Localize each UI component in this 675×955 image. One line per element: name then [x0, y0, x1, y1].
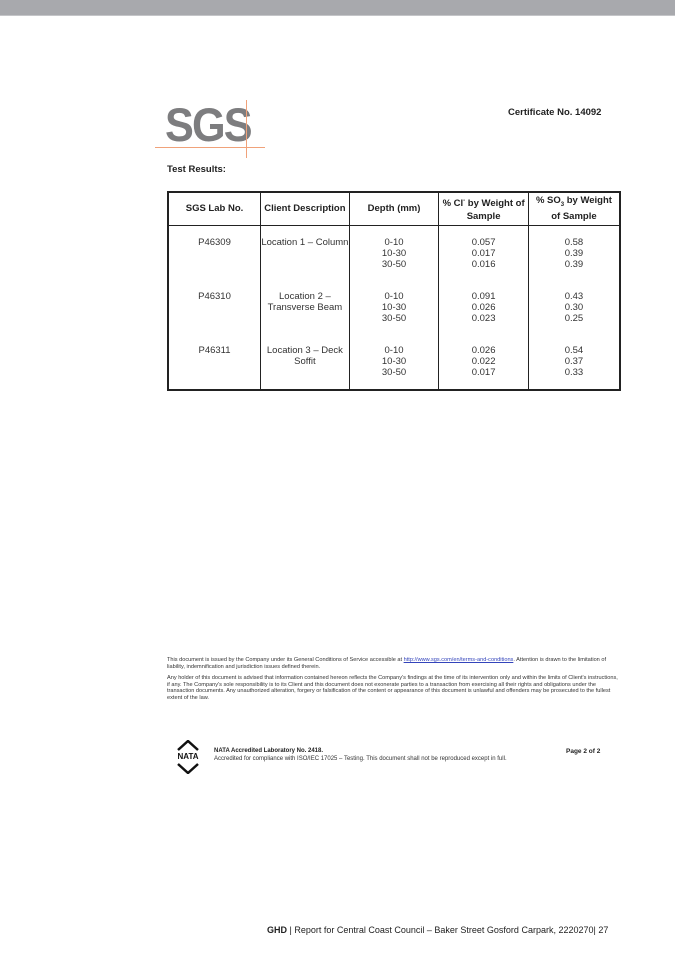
test-results-table: SGS Lab No. Client Description Depth (mm…	[167, 191, 621, 391]
chloride-value: 0.091	[471, 291, 496, 302]
description-column: Location 1 – Column Location 2 – Transve…	[260, 225, 350, 390]
sulfate-group: 0.54 0.37 0.33	[529, 335, 619, 389]
depth-value: 30-50	[381, 313, 407, 324]
lab-no-cell: P46311	[198, 345, 231, 356]
chloride-group: 0.026 0.022 0.017	[439, 335, 528, 389]
description-cell: Location 2 – Transverse Beam	[267, 291, 343, 313]
report-footer: GHD | Report for Central Coast Council –…	[267, 925, 608, 935]
header-depth: Depth (mm)	[349, 192, 440, 226]
chloride-value: 0.017	[471, 248, 496, 259]
depth-group: 0-10 10-30 30-50	[350, 335, 439, 389]
terms-link[interactable]: http://www.sgs.com/en/terms-and-conditio…	[403, 657, 514, 663]
nata-logo-icon: NATA	[173, 739, 203, 775]
page-number: Page 2 of 2	[566, 748, 601, 755]
depth-value: 30-50	[381, 367, 407, 378]
sulfate-value: 0.58	[564, 237, 584, 248]
lab-no-cell: P46310	[198, 291, 231, 302]
chloride-group: 0.057 0.017 0.016	[439, 226, 528, 281]
depth-value: 0-10	[384, 345, 404, 356]
table-header-row: SGS Lab No. Client Description Depth (mm…	[168, 192, 620, 226]
header-sulfate: % SO3 by Weight of Sample	[528, 192, 620, 226]
chloride-value: 0.022	[471, 356, 496, 367]
disclaimer-holder-notice: Any holder of this document is advised t…	[167, 675, 618, 701]
footer-brand: GHD	[267, 925, 287, 935]
logo-accent-horizontal-line	[155, 147, 265, 148]
sulfate-value: 0.39	[564, 259, 584, 270]
nata-title: NATA Accredited Laboratory No. 2418.	[214, 748, 324, 754]
header-chloride: % Cl- by Weight of Sample	[438, 192, 529, 226]
disclaimer-conditions: This document is issued by the Company u…	[167, 657, 607, 670]
depth-value: 10-30	[381, 302, 407, 313]
sulfate-value: 0.30	[564, 302, 584, 313]
sulfate-value: 0.37	[564, 356, 584, 367]
header-client-description: Client Description	[260, 192, 350, 226]
depth-column: 0-10 10-30 30-50 0-10 10-30 30-50 0-10 1…	[349, 225, 440, 390]
logo-accent-vertical-line	[246, 100, 247, 158]
sulfate-value: 0.33	[564, 367, 584, 378]
viewer-top-bar	[0, 0, 675, 16]
chloride-value: 0.017	[471, 367, 496, 378]
sgs-logo-text: SGS	[165, 98, 253, 151]
lab-no-cell: P46309	[198, 237, 231, 248]
nata-statement: Accredited for compliance with ISO/IEC 1…	[214, 755, 507, 762]
depth-group: 0-10 10-30 30-50	[350, 226, 439, 281]
depth-value: 0-10	[384, 237, 404, 248]
depth-group: 0-10 10-30 30-50	[350, 281, 439, 335]
sulfate-group: 0.43 0.30 0.25	[529, 281, 619, 335]
description-cell: Location 3 – Deck Soffit	[266, 345, 343, 367]
chloride-column: 0.057 0.017 0.016 0.091 0.026 0.023 0.02…	[438, 225, 529, 390]
certificate-number: Certificate No. 14092	[508, 107, 602, 118]
sulfate-value: 0.43	[564, 291, 584, 302]
footer-text: | Report for Central Coast Council – Bak…	[287, 925, 609, 935]
table-body-row: P46309 P46310 P46311 Location 1 – Column…	[168, 225, 620, 391]
lab-no-column: P46309 P46310 P46311	[168, 225, 262, 390]
sulfate-value: 0.25	[564, 313, 584, 324]
depth-value: 10-30	[381, 356, 407, 367]
chloride-value: 0.023	[471, 313, 496, 324]
sulfate-value: 0.54	[564, 345, 584, 356]
section-title: Test Results:	[167, 164, 226, 175]
sulfate-group: 0.58 0.39 0.39	[529, 226, 619, 281]
chloride-value: 0.026	[471, 302, 496, 313]
depth-value: 30-50	[381, 259, 407, 270]
chloride-group: 0.091 0.026 0.023	[439, 281, 528, 335]
description-cell: Location 1 – Column	[261, 237, 349, 248]
sulfate-value: 0.39	[564, 248, 584, 259]
disclaimer: This document is issued by the Company u…	[167, 657, 622, 707]
chloride-value: 0.026	[471, 345, 496, 356]
sgs-logo: SGS	[155, 98, 273, 160]
chloride-value: 0.016	[471, 259, 496, 270]
depth-value: 10-30	[381, 248, 407, 259]
header-lab-no: SGS Lab No.	[168, 192, 262, 226]
nata-accreditation: NATA Accredited Laboratory No. 2418. Acc…	[214, 748, 507, 763]
chloride-value: 0.057	[471, 237, 496, 248]
depth-value: 0-10	[384, 291, 404, 302]
sulfate-column: 0.58 0.39 0.39 0.43 0.30 0.25 0.54 0.37 …	[528, 226, 620, 391]
